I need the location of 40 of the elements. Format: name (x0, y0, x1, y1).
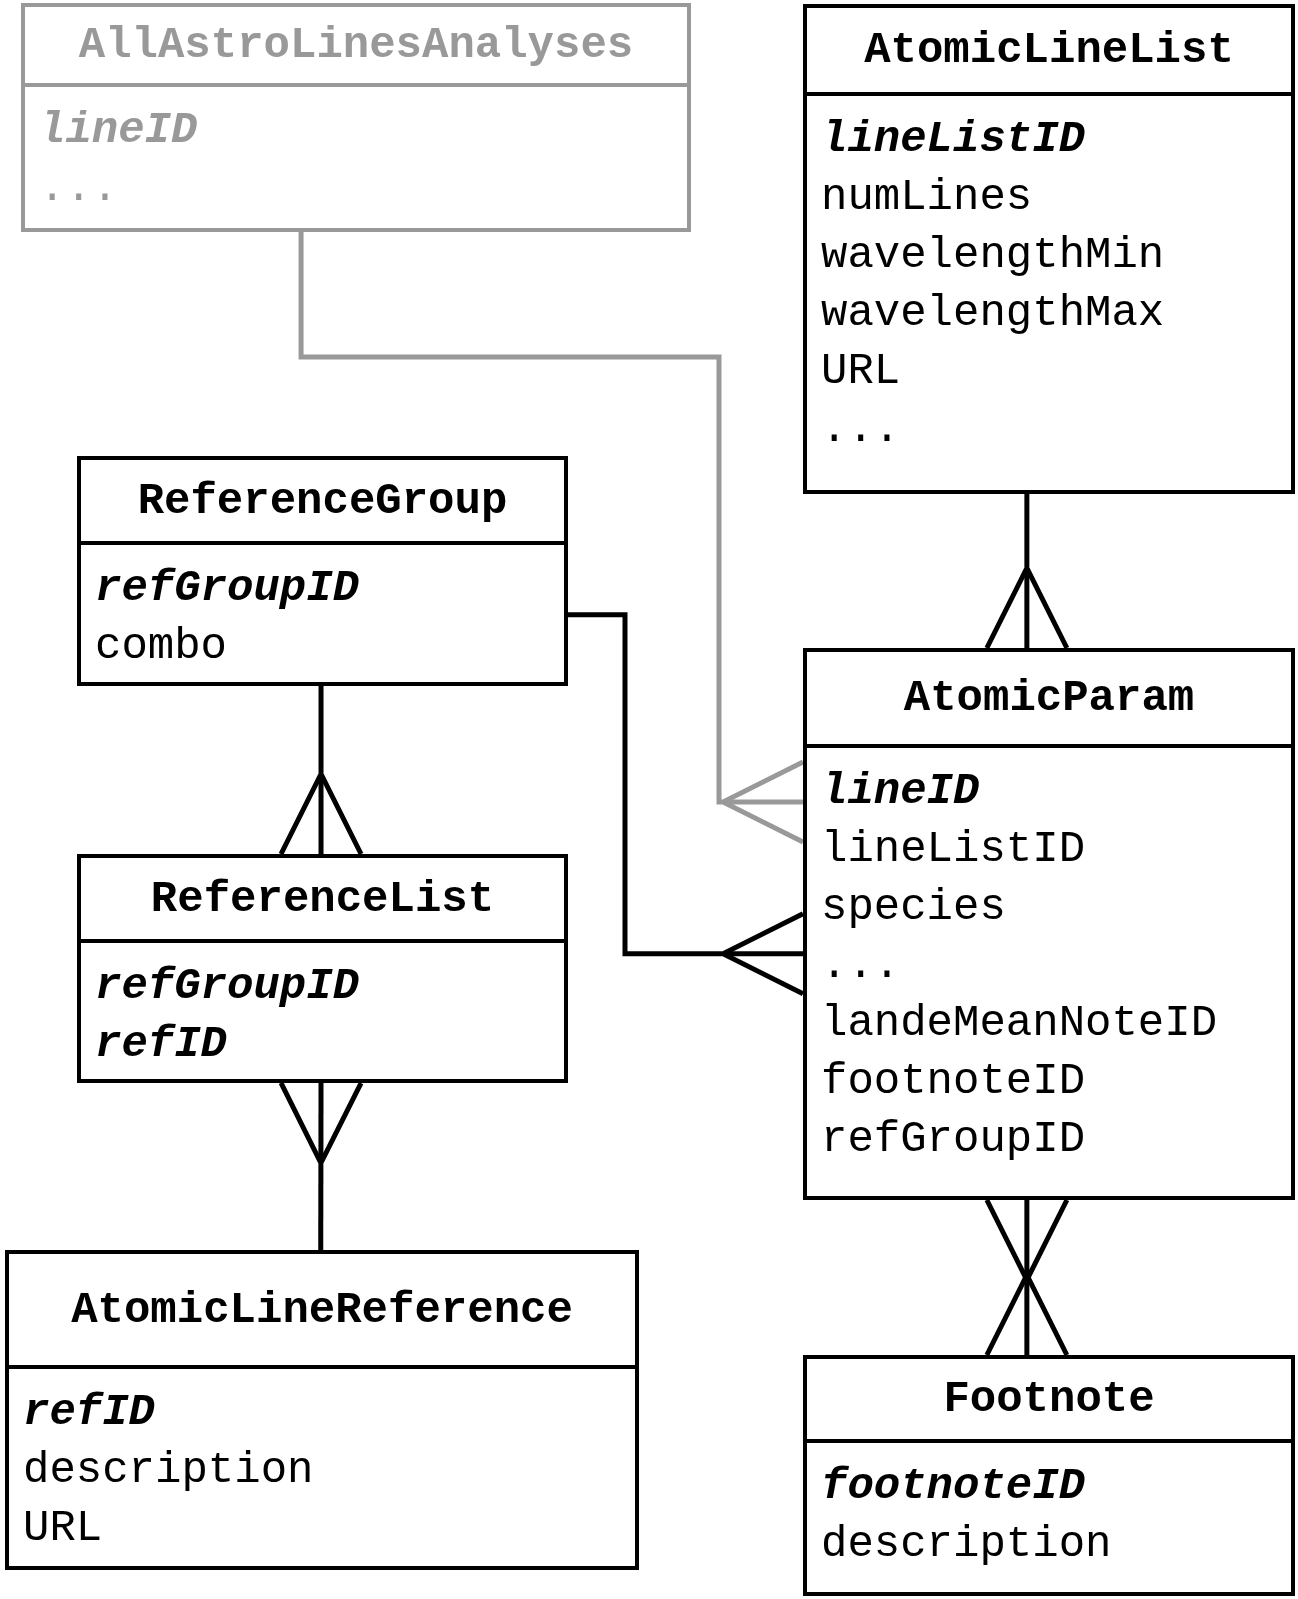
attribute-name: ... (39, 163, 119, 213)
attribute-name: wavelengthMax (821, 288, 1165, 338)
entity-box (77, 854, 568, 1083)
entity-name: AtomicParam (903, 673, 1195, 723)
attribute-name: ... (821, 940, 901, 990)
relationship-line (984, 494, 1070, 651)
attribute-name: wavelengthMin (821, 230, 1165, 280)
entity-name: AtomicLineList (864, 25, 1234, 75)
key-attribute: refGroupID (95, 563, 360, 613)
attribute-name: ... (821, 404, 901, 454)
attribute-name: species (821, 882, 1006, 932)
entity-name: AtomicLineReference (71, 1284, 573, 1335)
entity-name: ReferenceGroup (137, 475, 508, 526)
entity-box (77, 456, 568, 686)
entity-box (21, 3, 691, 232)
attribute-name: landeMeanNoteID (821, 998, 1218, 1048)
attribute-name: description (23, 1445, 314, 1495)
attribute-name: numLines (821, 172, 1033, 222)
key-attribute: refGroupID (95, 961, 360, 1011)
attribute-name: lineListID (821, 824, 1086, 874)
entity-box (803, 1355, 1295, 1596)
attribute-name: combo (95, 621, 228, 671)
entity-name: ReferenceList (150, 873, 495, 924)
attribute-name: description (821, 1519, 1112, 1569)
entity-name: Footnote (943, 1374, 1155, 1424)
entity-box (803, 648, 1295, 1200)
attribute-name: URL (821, 346, 901, 396)
entity-box (803, 4, 1295, 494)
key-attribute: lineID (821, 766, 980, 816)
attribute-name: URL (23, 1503, 103, 1553)
attribute-name: refGroupID (821, 1114, 1086, 1164)
key-attribute: lineID (39, 105, 198, 155)
attribute-name: footnoteID (821, 1056, 1086, 1106)
entity-name: AllAstroLinesAnalyses (78, 20, 634, 70)
key-attribute: refID (95, 1019, 228, 1069)
key-attribute: refID (23, 1387, 156, 1437)
key-attribute: footnoteID (821, 1461, 1086, 1511)
relationship-line (278, 686, 364, 857)
entity-box (5, 1250, 639, 1570)
key-attribute: lineListID (821, 114, 1086, 164)
